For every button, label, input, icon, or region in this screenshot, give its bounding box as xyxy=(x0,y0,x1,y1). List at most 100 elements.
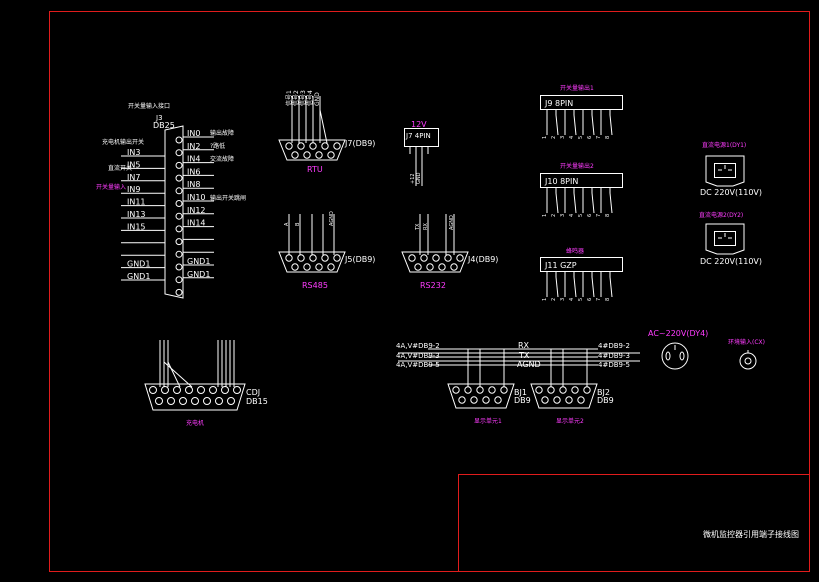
db9-pin xyxy=(458,396,466,404)
db25-left-label: IN9 xyxy=(127,185,140,194)
dy1-rating: DC 220V(110V) xyxy=(700,188,762,197)
db25-right-label: IN8 xyxy=(187,180,200,189)
bj2-type: DB9 xyxy=(597,396,614,405)
db25-pin xyxy=(175,187,183,195)
j5-shell xyxy=(278,251,346,273)
db25-right-note: 输出开关跳闸 xyxy=(210,194,246,202)
bus-right-2: 4#DB9-3 xyxy=(598,352,630,360)
db25-shell xyxy=(164,125,184,299)
j11-pin-lead xyxy=(573,276,577,298)
db9-pin xyxy=(571,386,579,394)
db9-pin xyxy=(450,263,458,271)
db9-pin xyxy=(494,396,502,404)
db25-right-note: 交流故障 xyxy=(210,155,234,163)
db9-pin xyxy=(333,254,341,262)
db25-pin xyxy=(175,263,183,271)
db25-right-label: IN14 xyxy=(187,219,206,228)
j9-pin-lead xyxy=(591,114,595,136)
db25-note-2: 直流开关 xyxy=(108,164,132,172)
db25-ref: J3 xyxy=(155,114,163,122)
db25-note-1: 充电机输出开关 xyxy=(102,138,144,146)
dy1-socket xyxy=(705,155,745,187)
title-block xyxy=(458,474,810,572)
j9-pin-lead xyxy=(573,114,577,136)
db15-pin xyxy=(197,386,205,394)
bj1-label: BJ1 xyxy=(514,388,527,397)
j11-pin-label: 3 xyxy=(560,298,566,301)
dy1-power: 直流电源1(DY1) DC 220V(110V) xyxy=(700,141,762,197)
db9-pin xyxy=(303,151,311,159)
db9-pin xyxy=(470,396,478,404)
db9-pin xyxy=(432,254,440,262)
db9-pin xyxy=(488,386,496,394)
db25-type: DB25 xyxy=(153,121,175,130)
cx-input: 环境输入(CX) xyxy=(728,338,765,370)
j9-pin-label: 2 xyxy=(551,136,557,139)
db15-pin xyxy=(191,397,199,405)
j11-pin-label: 2 xyxy=(551,298,557,301)
db15-pin xyxy=(215,397,223,405)
db9-pin xyxy=(444,254,452,262)
db9-pin xyxy=(583,386,591,394)
j9-body xyxy=(540,95,623,110)
db25-pin xyxy=(175,250,183,258)
bus-right-3: 4#DB9-5 xyxy=(598,361,630,369)
j10-pin-label: 4 xyxy=(569,214,575,217)
db9-pin xyxy=(297,142,305,150)
db25-right-label: IN6 xyxy=(187,167,200,176)
db9-pin xyxy=(285,254,293,262)
j10-pin-label: 2 xyxy=(551,214,557,217)
db9-pin xyxy=(327,151,335,159)
bus-right-1: 4#DB9-2 xyxy=(598,342,630,350)
j11-pin-label: 7 xyxy=(596,298,602,301)
j7-4pin-voltage: 12V xyxy=(411,120,427,129)
db9-pin xyxy=(438,263,446,271)
db15-pin xyxy=(227,397,235,405)
bus-left-1: 4A,V#DB9-2 xyxy=(396,342,440,350)
bj1-caption: 显示单元1 xyxy=(474,417,502,425)
j11-pin-label: 5 xyxy=(578,298,584,301)
cdj-shell xyxy=(144,383,246,411)
db9-pin xyxy=(577,396,585,404)
db25-left-label: IN15 xyxy=(127,222,146,231)
db25-note-accent: 开关量输入 xyxy=(96,183,126,191)
dy4-socket xyxy=(661,342,689,370)
j10-pin-lead xyxy=(555,192,559,214)
j5-pin-label: B xyxy=(295,222,301,226)
j11-header: 蜂鸣器 xyxy=(566,247,584,255)
db15-pin xyxy=(209,386,217,394)
j10-header: 开关量输出2 xyxy=(560,162,594,170)
db25-pin xyxy=(175,288,183,296)
db9-pin xyxy=(297,254,305,262)
db9-pin xyxy=(553,396,561,404)
cdj-db15: CDJ DB15 充电机 xyxy=(144,340,268,427)
db25-pin xyxy=(175,212,183,220)
cdj-label: CDJ xyxy=(246,388,260,397)
db25-right-note: 输出故障 xyxy=(210,129,234,137)
db25-pin xyxy=(175,276,183,284)
cx-socket xyxy=(739,352,757,370)
cx-header: 环境输入(CX) xyxy=(728,338,765,346)
j9-pin-label: 8 xyxy=(605,136,611,139)
j11-label: J11 GZP xyxy=(544,261,577,270)
db9-pin xyxy=(414,263,422,271)
db25-right-label: GND1 xyxy=(187,270,210,279)
db9-pin xyxy=(456,254,464,262)
db9-pin xyxy=(315,263,323,271)
j10-pin-lead xyxy=(573,192,577,214)
bj1-db9: BJ1 DB9 显示单元1 xyxy=(447,383,531,425)
db25-right-label: IN0 xyxy=(187,129,200,138)
j7-pin-label: 信号4 xyxy=(306,90,314,106)
j7-pin-label: 信号3 xyxy=(299,90,307,106)
db15-pin xyxy=(179,397,187,405)
j9-pin-lead xyxy=(555,114,559,136)
j7-4pin-pin-2: GND xyxy=(416,172,422,184)
db9-pin xyxy=(559,386,567,394)
bus-center-3: AGND xyxy=(517,360,541,369)
db9-pin xyxy=(285,142,293,150)
db25-right-label: IN2 xyxy=(187,142,200,151)
